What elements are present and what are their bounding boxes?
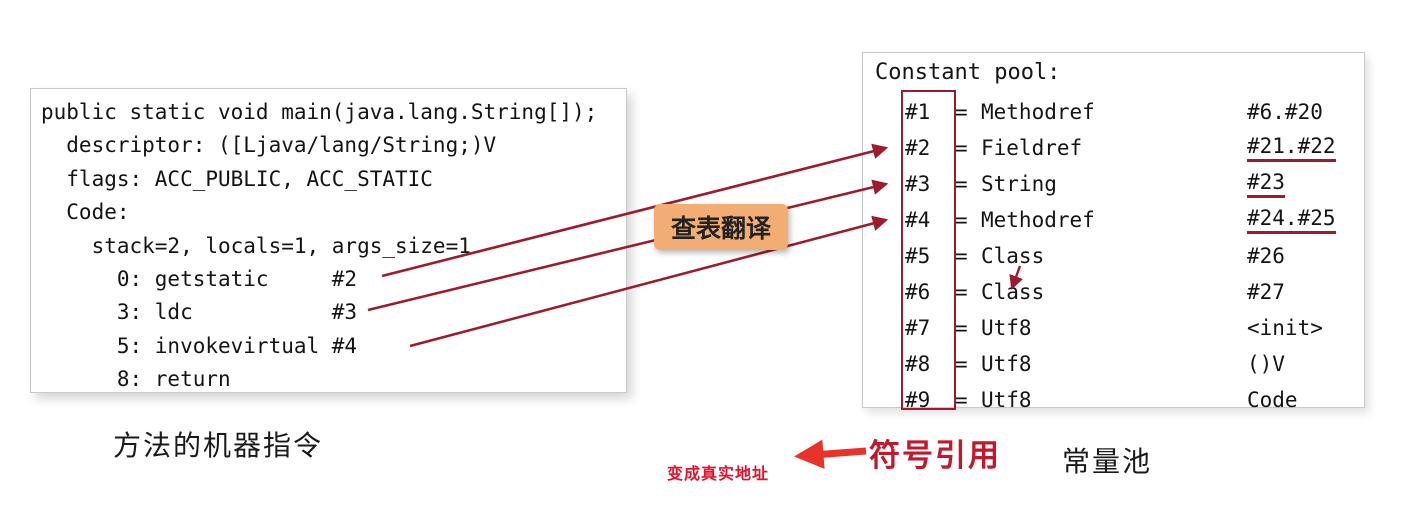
pool-value: #23 xyxy=(1247,170,1285,198)
pool-value: Code xyxy=(1247,388,1298,412)
bytecode-line: flags: ACC_PUBLIC, ACC_STATIC xyxy=(41,166,433,191)
pool-index: #2 xyxy=(905,136,931,160)
bytecode-line: stack=2, locals=1, args_size=1 xyxy=(41,233,471,258)
pool-row: #4 = Methodref #24.#25 xyxy=(875,202,1364,238)
pool-index: #4 xyxy=(905,208,931,232)
pool-type: String xyxy=(981,172,1057,196)
pool-equals: = xyxy=(955,280,968,304)
bytecode-line: descriptor: ([Ljava/lang/String;)V xyxy=(41,133,497,158)
pool-value: #6.#20 xyxy=(1247,100,1323,124)
bytecode-line-ldc: 3: ldc #3 xyxy=(41,300,358,325)
constant-pool-title: Constant pool: xyxy=(875,60,1061,85)
pool-type: Class xyxy=(981,244,1045,268)
pool-equals: = xyxy=(955,388,968,412)
bytecode-line-return: 8: return xyxy=(41,367,231,392)
pool-value: <init> xyxy=(1247,316,1323,340)
lookup-translate-label: 查表翻译 xyxy=(654,204,788,250)
pool-value: #26 xyxy=(1247,244,1285,268)
pool-equals: = xyxy=(955,100,968,124)
pool-type: Utf8 xyxy=(981,388,1032,412)
constant-pool-box: Constant pool: #1 = Methodref #6.#20 #2 … xyxy=(862,52,1365,412)
pool-index: #6 xyxy=(905,280,931,304)
pool-type: Class xyxy=(981,280,1045,304)
bytecode-line: Code: xyxy=(41,200,130,225)
pool-row: #3 = String #23 xyxy=(875,166,1364,202)
symbolic-reference-caption: 符号引用 xyxy=(869,438,1001,474)
pool-value: #27 xyxy=(1247,280,1285,304)
pool-index: #9 xyxy=(905,388,931,412)
pool-row: #2 = Fieldref #21.#22 xyxy=(875,130,1364,166)
pool-equals: = xyxy=(955,208,968,232)
pool-equals: = xyxy=(955,352,968,376)
pool-type: Utf8 xyxy=(981,352,1032,376)
pool-type: Methodref xyxy=(981,100,1095,124)
pool-index: #5 xyxy=(905,244,931,268)
pool-value: #24.#25 xyxy=(1247,206,1336,234)
pool-row: #8 = Utf8 ()V xyxy=(875,346,1364,382)
pool-type: Utf8 xyxy=(981,316,1032,340)
bytecode-line-invokevirtual: 5: invokevirtual #4 xyxy=(41,333,358,358)
pool-value: #21.#22 xyxy=(1247,134,1336,162)
bytecode-line-getstatic: 0: getstatic #2 xyxy=(41,267,358,292)
pool-index: #3 xyxy=(905,172,931,196)
symbol-ref-left-arrow-icon xyxy=(794,439,867,469)
pool-row: #7 = Utf8 <init> xyxy=(875,310,1364,346)
pool-equals: = xyxy=(955,316,968,340)
pool-type: Methodref xyxy=(981,208,1095,232)
real-address-caption: 变成真实地址 xyxy=(667,464,770,483)
pool-value: ()V xyxy=(1247,352,1285,376)
bytecode-line: public static void main(java.lang.String… xyxy=(41,100,598,124)
pool-equals: = xyxy=(955,136,968,160)
pool-row: #6 = Class #27 xyxy=(875,274,1364,310)
pool-row: #5 = Class #26 xyxy=(875,238,1364,274)
pool-index: #7 xyxy=(905,316,931,340)
machine-instructions-caption: 方法的机器指令 xyxy=(113,429,324,462)
pool-index: #8 xyxy=(905,352,931,376)
pool-equals: = xyxy=(955,244,968,268)
pool-equals: = xyxy=(955,172,968,196)
constant-pool-caption: 常量池 xyxy=(1062,445,1153,478)
pool-type: Fieldref xyxy=(981,136,1083,160)
pool-row: #1 = Methodref #6.#20 xyxy=(875,94,1364,130)
pool-row: #9 = Utf8 Code xyxy=(875,382,1364,418)
pool-index: #1 xyxy=(905,100,931,124)
bytecode-box: public static void main(java.lang.String… xyxy=(30,88,627,393)
